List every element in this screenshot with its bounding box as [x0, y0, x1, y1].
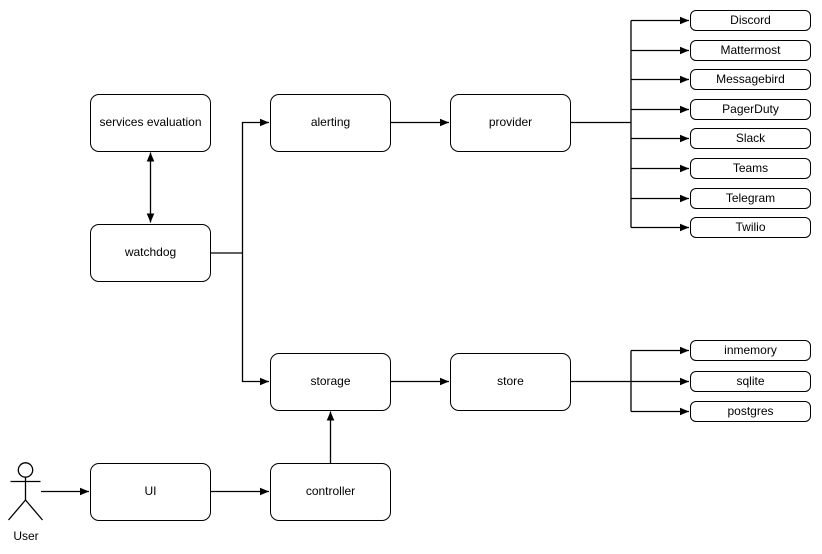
node-label: services evaluation	[99, 115, 202, 130]
node-label: Mattermost	[720, 42, 781, 57]
node-label: controller	[305, 484, 356, 499]
node-provider-mattermost: Mattermost	[690, 40, 811, 61]
node-label: Telegram	[725, 190, 776, 205]
node-provider-slack: Slack	[690, 128, 811, 149]
edge-watchdog-storage	[241, 253, 269, 386]
node-label: UI	[144, 484, 157, 499]
node-controller: controller	[270, 463, 391, 521]
node-label: watchdog	[124, 245, 177, 260]
node-store: store	[450, 353, 571, 411]
node-label: Discord	[730, 12, 771, 27]
node-label: Messagebird	[716, 71, 785, 86]
node-store-postgres: postgres	[690, 401, 811, 422]
edge-watchdog-alerting	[241, 118, 269, 253]
node-provider-discord: Discord	[690, 10, 811, 31]
node-label: storage	[310, 374, 351, 389]
node-store-inmemory: inmemory	[690, 340, 811, 361]
node-provider-twilio: Twilio	[690, 217, 811, 238]
node-store-sqlite: sqlite	[690, 371, 811, 392]
node-services-evaluation: services evaluation	[90, 94, 211, 152]
node-label: provider	[488, 115, 533, 130]
node-alerting: alerting	[270, 94, 391, 152]
node-label: Teams	[732, 160, 769, 175]
node-watchdog: watchdog	[90, 224, 211, 282]
node-storage: storage	[270, 353, 391, 411]
node-label: Slack	[735, 130, 766, 145]
node-label: Twilio	[735, 219, 766, 234]
node-provider-teams: Teams	[690, 158, 811, 179]
node-provider: provider	[450, 94, 571, 152]
node-provider-telegram: Telegram	[690, 188, 811, 209]
user-actor-label: User	[13, 529, 39, 543]
node-label: postgres	[727, 403, 774, 418]
node-ui: UI	[90, 463, 211, 521]
node-label: sqlite	[736, 373, 765, 388]
node-label: PagerDuty	[722, 101, 779, 116]
node-provider-messagebird: Messagebird	[690, 69, 811, 90]
node-provider-pagerduty: PagerDuty	[690, 99, 811, 120]
user-actor-icon	[8, 462, 43, 521]
node-label: store	[497, 374, 524, 389]
node-label: alerting	[310, 115, 351, 130]
node-label: inmemory	[724, 342, 777, 357]
